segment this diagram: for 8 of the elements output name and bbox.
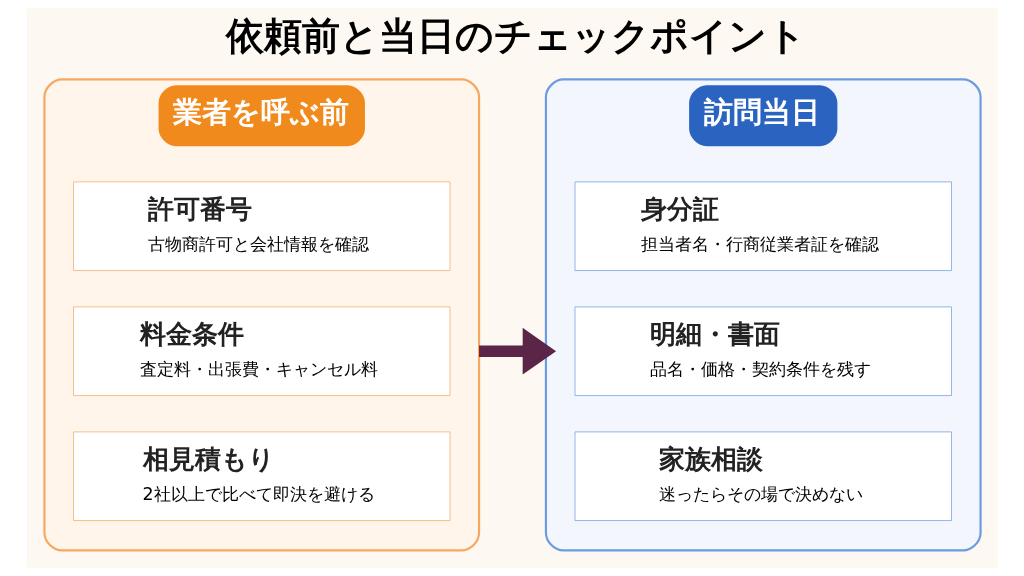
node-box: 料金条件 査定料・出張費・キャンセル料	[72, 306, 450, 396]
diagram-title: 依頼前と当日のチェックポイント	[225, 13, 806, 58]
node-box: 身分証 担当者名・行商従業者証を確認	[574, 181, 952, 271]
node-box: 相見積もり 2社以上で比べて即決を避ける	[72, 431, 450, 521]
node-box: 明細・書面 品名・価格・契約条件を残す	[574, 306, 952, 396]
node-box: 許可番号 古物商許可と会社情報を確認	[72, 181, 450, 271]
node-box: 家族相談 迷ったらその場で決めない	[574, 431, 952, 521]
arrow	[478, 327, 556, 375]
